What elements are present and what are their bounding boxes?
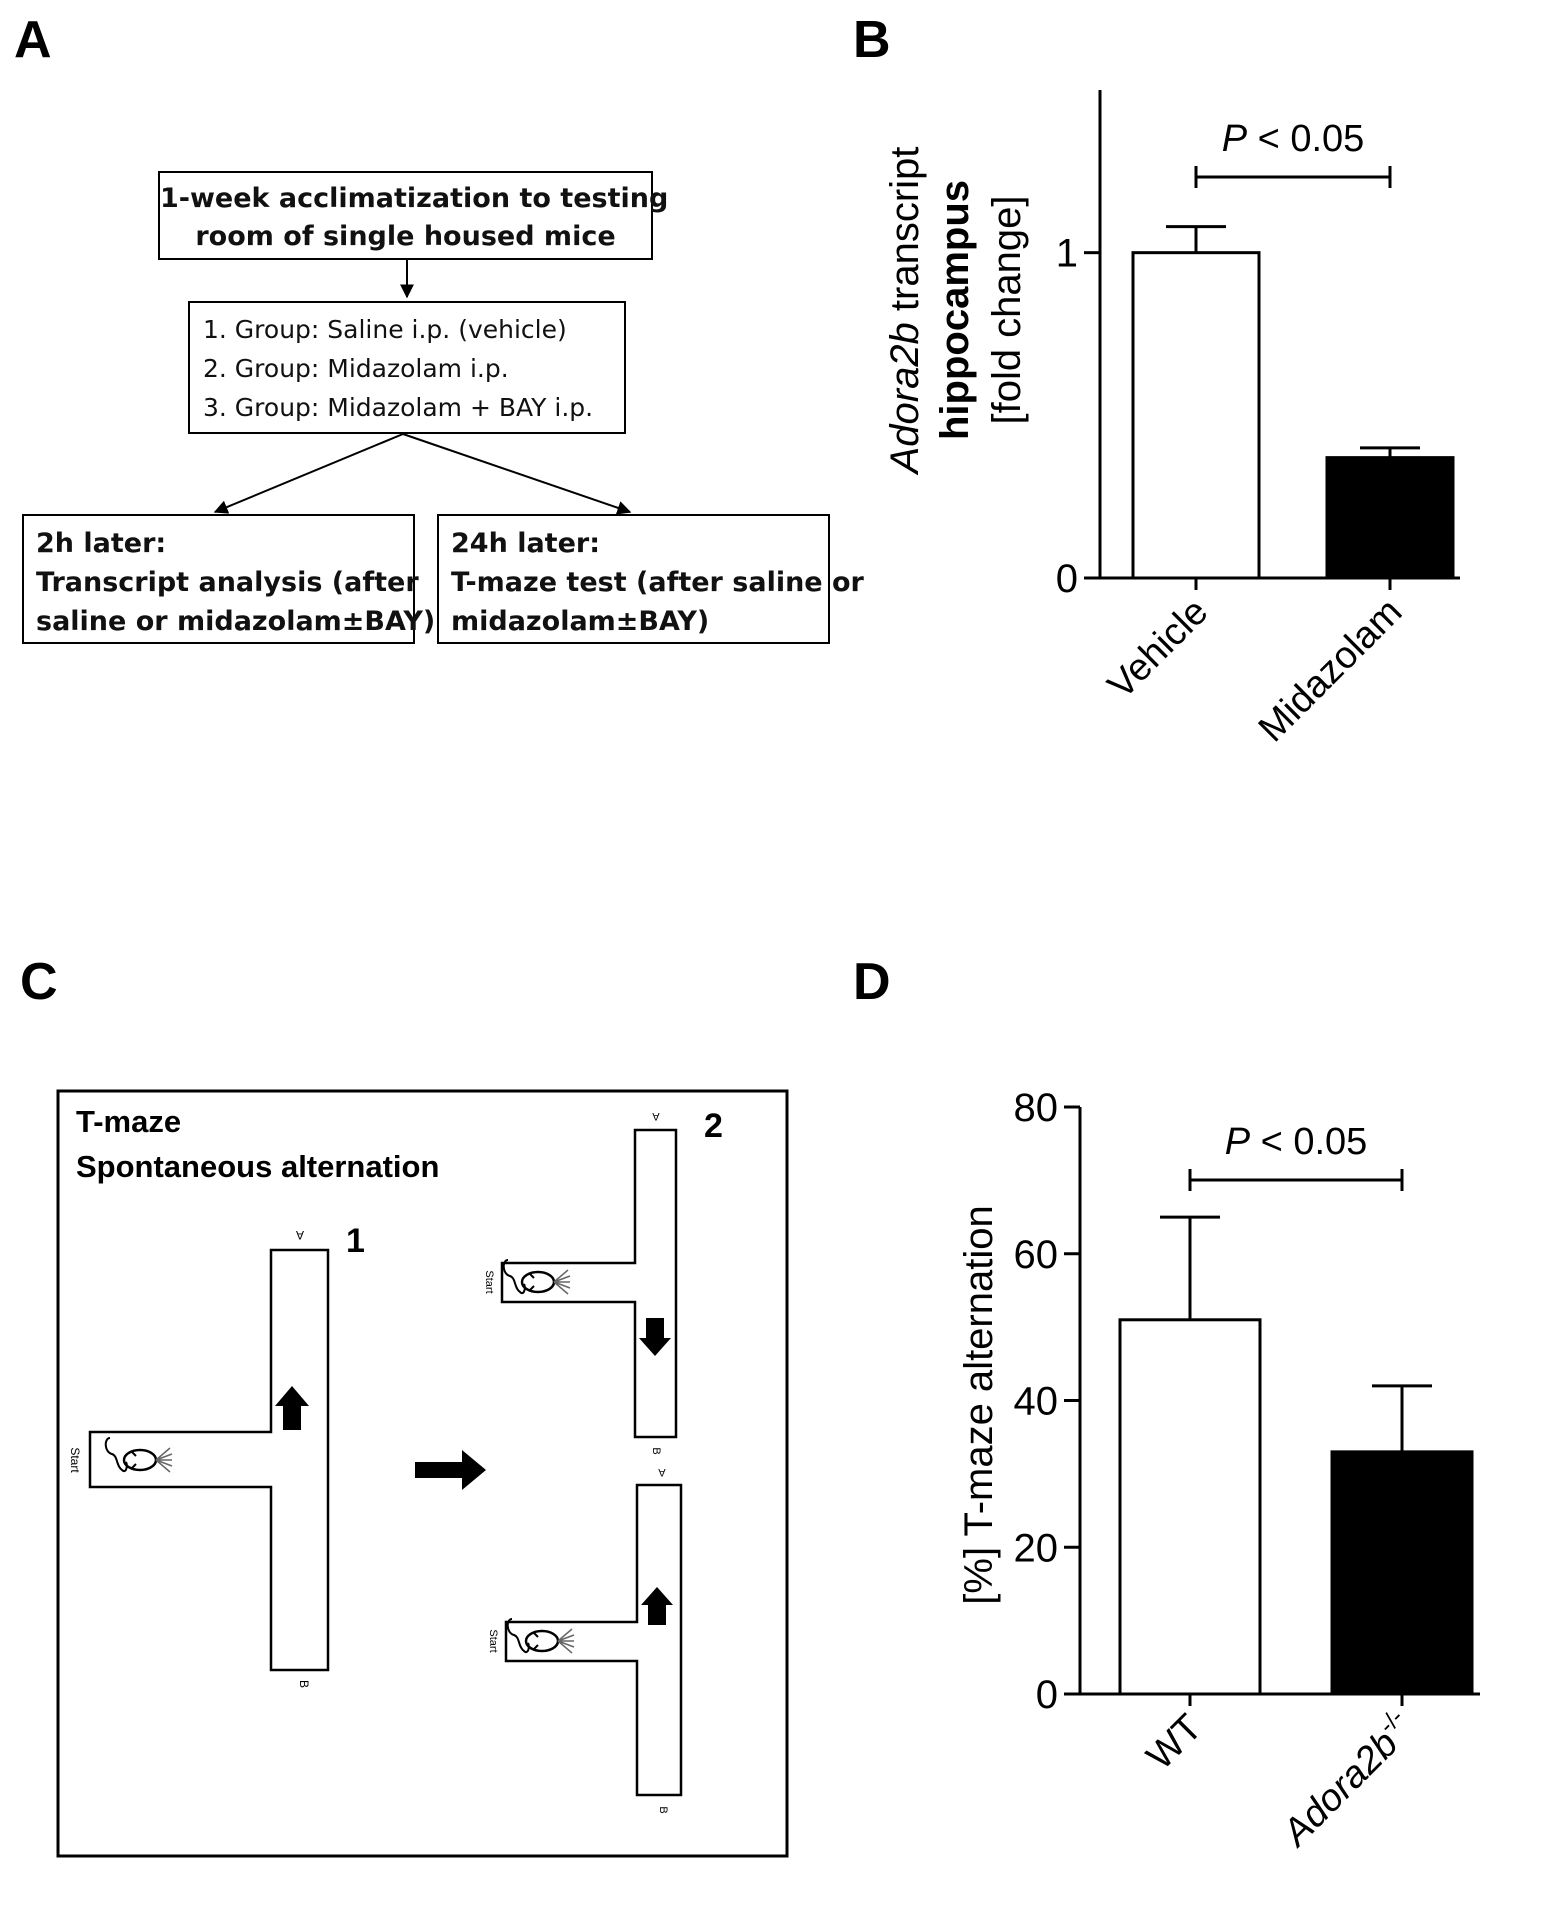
maze-2b-arm-a-label: A bbox=[658, 1466, 666, 1478]
maze-1-step-number: 1 bbox=[346, 1222, 365, 1260]
maze-1-arm-b-label: B bbox=[297, 1680, 311, 1688]
tmaze-test-box: 24h later: T-maze test (after saline or … bbox=[437, 514, 864, 644]
chart-d-y-tick-label: 40 bbox=[1014, 1380, 1059, 1424]
chart-d-significance-label: P < 0.05 bbox=[1225, 1121, 1368, 1163]
tmaze-title-line-2: Spontaneous alternation bbox=[76, 1148, 440, 1184]
transcript-line-3: saline or midazolam±BAY) bbox=[36, 606, 436, 637]
chart-b-ylabel-line-2: hippocampus bbox=[933, 180, 977, 440]
group-3: 3. Group: Midazolam + BAY i.p. bbox=[203, 393, 594, 422]
maze-2-step-number: 2 bbox=[704, 1107, 723, 1145]
chart-b-y-tick-label: 1 bbox=[1056, 232, 1078, 276]
chart-d-x-tick-label: WT bbox=[1139, 1707, 1210, 1778]
tmaze-test-line-2: T-maze test (after saline or bbox=[451, 567, 864, 598]
panel-label-d: D bbox=[853, 953, 891, 1011]
maze-1-outline bbox=[88, 1248, 330, 1672]
transition-arrow-icon bbox=[415, 1450, 486, 1490]
chart-b-significance-label: P < 0.05 bbox=[1222, 118, 1365, 160]
chart-b-y-tick-label: 0 bbox=[1056, 557, 1078, 601]
chart-d-x-tick-label: Adora2b-/- bbox=[1271, 1704, 1423, 1856]
acclimatization-line-2: room of single housed mice bbox=[195, 221, 616, 252]
maze-2b-start-label: Start bbox=[487, 1629, 499, 1652]
tmaze-test-line-1: 24h later: bbox=[451, 528, 601, 559]
maze-1-start-label: Start bbox=[68, 1447, 82, 1473]
maze-2a-arm-a-label: A bbox=[652, 1110, 660, 1122]
transcript-analysis-box: 2h later: Transcript analysis (after sal… bbox=[22, 514, 436, 644]
panel-label-a: A bbox=[14, 11, 52, 69]
transcript-line-2: Transcript analysis (after bbox=[36, 567, 419, 598]
maze-2a-outline bbox=[500, 1128, 678, 1439]
chart-b-ylabel-line-1: Adora2b transcript bbox=[883, 147, 927, 476]
chart-d-y-tick-label: 20 bbox=[1014, 1526, 1059, 1570]
maze-2b-outline bbox=[504, 1483, 683, 1797]
panel-label-b: B bbox=[853, 11, 891, 69]
group-1: 1. Group: Saline i.p. (vehicle) bbox=[203, 315, 567, 344]
group-2: 2. Group: Midazolam i.p. bbox=[203, 354, 509, 383]
maze-1-up-arrow-icon bbox=[275, 1386, 309, 1430]
chart-d-bar bbox=[1330, 1450, 1474, 1696]
chart-d-y-tick-label: 60 bbox=[1014, 1233, 1059, 1277]
panel-label-c: C bbox=[20, 953, 58, 1011]
tmaze-title-line-1: T-maze bbox=[76, 1104, 182, 1139]
tmaze-frame bbox=[56, 1089, 789, 1858]
chart-d-y-tick-label: 80 bbox=[1014, 1086, 1059, 1130]
maze-2b-arm-b-label: B bbox=[657, 1806, 669, 1813]
transcript-line-1: 2h later: bbox=[36, 528, 167, 559]
maze-2a-arm-b-label: B bbox=[650, 1447, 662, 1454]
tmaze-test-line-3: midazolam±BAY) bbox=[451, 606, 710, 637]
maze-2a-start-label: Start bbox=[483, 1270, 495, 1293]
tmaze-title: T-maze Spontaneous alternation bbox=[76, 1100, 439, 1190]
maze-2b-up-arrow-icon bbox=[641, 1587, 673, 1625]
chart-d-ylabel: [%] T-maze alternation bbox=[957, 1205, 1001, 1604]
groups-box: 1. Group: Saline i.p. (vehicle) 2. Group… bbox=[188, 301, 626, 434]
maze-2a-down-arrow-icon bbox=[639, 1318, 671, 1356]
maze-1-arm-a-label: A bbox=[296, 1228, 304, 1242]
acclimatization-line-1: 1-week acclimatization to testing bbox=[160, 183, 669, 214]
chart-d-y-tick-label: 0 bbox=[1036, 1673, 1058, 1717]
chart-b-ylabel-line-3: [fold change] bbox=[985, 195, 1029, 424]
chart-d-bar bbox=[1118, 1318, 1262, 1696]
acclimatization-box: 1-week acclimatization to testing room o… bbox=[158, 171, 669, 260]
